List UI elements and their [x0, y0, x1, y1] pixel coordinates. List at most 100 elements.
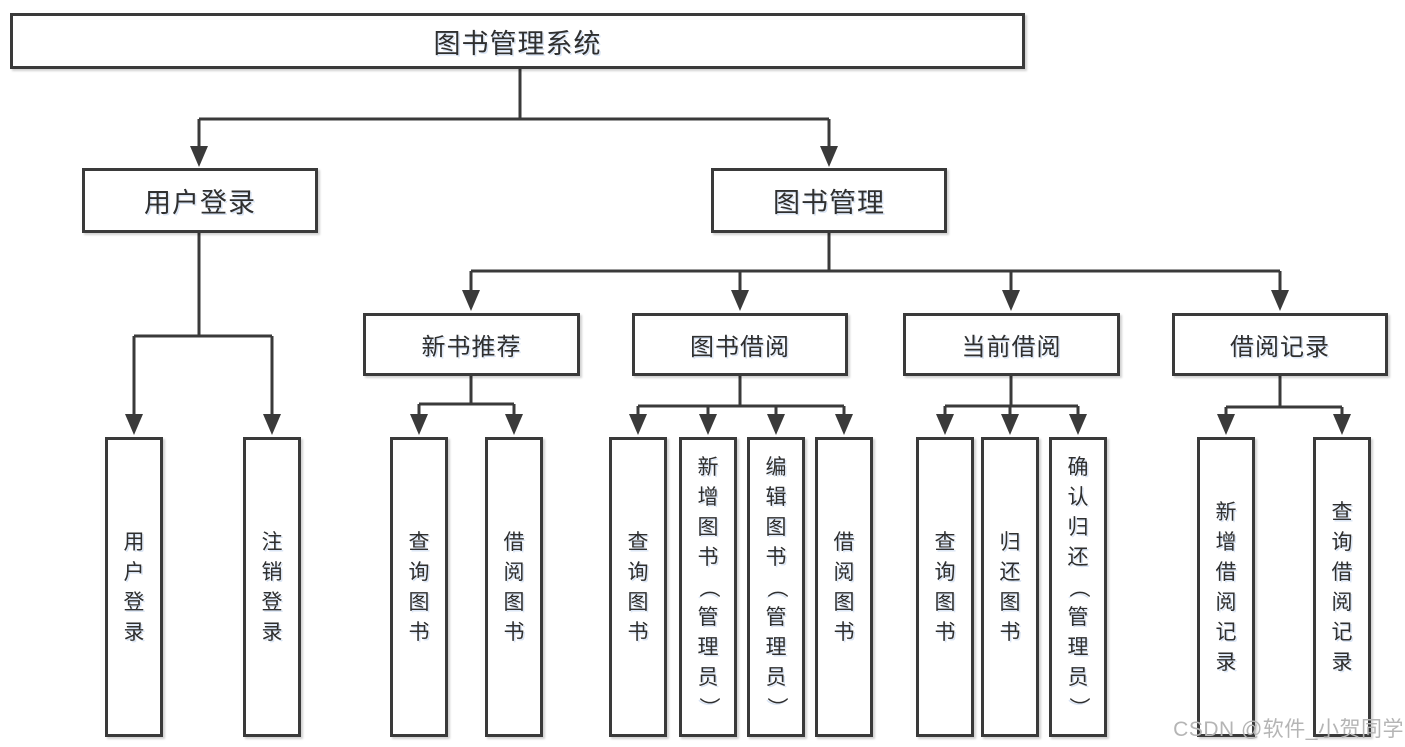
vlabel-char: 增 — [697, 485, 719, 509]
leaf-return-book-label: 归还图书 — [984, 440, 1036, 734]
node-user-login: 用户登录 — [82, 168, 318, 233]
arrowhead-icon — [410, 414, 428, 435]
vlabel-char: 借 — [833, 530, 855, 554]
vlabel-char: 书 — [627, 620, 649, 644]
vlabel-char: 理 — [765, 635, 787, 659]
vlabel-char: 确 — [1067, 455, 1089, 479]
vlabel-char: 销 — [261, 560, 283, 584]
leaf-query-book-3: 查询图书 — [916, 437, 974, 737]
node-book-borrow-label: 图书借阅 — [690, 334, 790, 361]
arrowhead-icon — [505, 414, 523, 435]
connector-user-login-children — [125, 233, 281, 435]
arrowhead-icon — [1217, 414, 1235, 435]
leaf-query-book-2: 查询图书 — [609, 437, 667, 737]
vlabel-char: （ — [1066, 576, 1090, 598]
node-user-login-label: 用户登录 — [144, 188, 256, 218]
vlabel-char: 询 — [934, 560, 956, 584]
vlabel-char: 书 — [934, 620, 956, 644]
vlabel-char: 管 — [1067, 605, 1089, 629]
vlabel-char: 阅 — [503, 560, 525, 584]
vlabel-char: 图 — [627, 590, 649, 614]
arrowhead-icon — [820, 146, 838, 167]
vlabel-char: 新 — [1215, 500, 1237, 524]
vlabel-char: 认 — [1067, 485, 1089, 509]
vlabel-char: 阅 — [1331, 590, 1353, 614]
vlabel-char: 理 — [697, 635, 719, 659]
connector-book-borrow-children — [629, 376, 853, 435]
leaf-add-book-admin: 新增图书（管理员） — [679, 437, 737, 737]
vlabel-char: 询 — [1331, 530, 1353, 554]
vlabel-char: ） — [1066, 696, 1090, 718]
vlabel-char: 图 — [765, 515, 787, 539]
arrowhead-icon — [462, 290, 480, 311]
connector-book-mgmt-children — [462, 233, 1289, 311]
arrowhead-icon — [1002, 290, 1020, 311]
connector-new-book-rec-children — [410, 376, 523, 435]
leaf-edit-book-admin: 编辑图书（管理员） — [747, 437, 805, 737]
arrowhead-icon — [767, 414, 785, 435]
connector-borrow-records-children — [1217, 376, 1351, 435]
arrowhead-icon — [629, 414, 647, 435]
node-book-borrow: 图书借阅 — [632, 313, 848, 376]
leaf-edit-book-admin-label: 编辑图书（管理员） — [750, 440, 802, 734]
arrowhead-icon — [190, 146, 208, 167]
vlabel-char: 查 — [934, 530, 956, 554]
vlabel-char: 录 — [123, 620, 145, 644]
vlabel-char: 借 — [1331, 560, 1353, 584]
vlabel-char: 图 — [503, 590, 525, 614]
vlabel-char: 图 — [697, 515, 719, 539]
vlabel-char: 书 — [697, 545, 719, 569]
node-book-management: 图书管理 — [711, 168, 947, 233]
leaf-add-borrow-record-label: 新增借阅记录 — [1200, 440, 1252, 734]
vlabel-char: 书 — [765, 545, 787, 569]
leaf-query-book-2-label: 查询图书 — [612, 440, 664, 734]
vlabel-char: 书 — [999, 620, 1021, 644]
vlabel-char: ） — [696, 696, 720, 718]
arrowhead-icon — [1069, 414, 1087, 435]
leaf-logout-label: 注销登录 — [246, 440, 298, 734]
node-new-book-recommend-label: 新书推荐 — [421, 334, 522, 361]
connector-root-to-level2 — [190, 69, 838, 167]
vlabel-char: 查 — [1331, 500, 1353, 524]
leaf-user-login-label: 用户登录 — [108, 440, 160, 734]
vlabel-char: 图 — [934, 590, 956, 614]
watermark: CSDN @软件_小贺同学 — [1173, 718, 1404, 741]
vlabel-char: ） — [764, 696, 788, 718]
node-borrow-records: 借阅记录 — [1172, 313, 1388, 376]
leaf-return-book: 归还图书 — [981, 437, 1039, 737]
vlabel-char: 录 — [261, 620, 283, 644]
vlabel-char: 用 — [123, 530, 145, 554]
vlabel-char: 查 — [627, 530, 649, 554]
vlabel-char: 登 — [123, 590, 145, 614]
arrowhead-icon — [1271, 290, 1289, 311]
leaf-confirm-return-admin-label: 确认归还（管理员） — [1052, 440, 1104, 734]
vlabel-char: 管 — [765, 605, 787, 629]
node-current-borrow: 当前借阅 — [903, 313, 1120, 376]
leaf-borrow-book-1: 借阅图书 — [485, 437, 543, 737]
vlabel-char: 记 — [1331, 620, 1353, 644]
vlabel-char: 还 — [999, 560, 1021, 584]
node-new-book-recommend: 新书推荐 — [363, 313, 580, 376]
vlabel-char: 登 — [261, 590, 283, 614]
vlabel-char: 录 — [1331, 650, 1353, 674]
vlabel-char: 管 — [697, 605, 719, 629]
arrowhead-icon — [835, 414, 853, 435]
vlabel-char: 询 — [408, 560, 430, 584]
leaf-query-book-1: 查询图书 — [390, 437, 448, 737]
node-library-system-label: 图书管理系统 — [433, 28, 602, 59]
vlabel-char: 借 — [503, 530, 525, 554]
leaf-borrow-book-2-label: 借阅图书 — [818, 440, 870, 734]
vlabel-char: （ — [696, 576, 720, 598]
vlabel-char: 借 — [1215, 560, 1237, 584]
vlabel-char: 书 — [408, 620, 430, 644]
vlabel-char: 辑 — [765, 485, 787, 509]
arrowhead-icon — [1001, 414, 1019, 435]
node-book-management-label: 图书管理 — [773, 188, 885, 218]
vlabel-char: 查 — [408, 530, 430, 554]
node-library-system: 图书管理系统 — [10, 13, 1025, 69]
vlabel-char: 增 — [1215, 530, 1237, 554]
arrowhead-icon — [936, 414, 954, 435]
vlabel-char: 新 — [697, 455, 719, 479]
vlabel-char: 理 — [1067, 635, 1089, 659]
vlabel-char: 户 — [123, 560, 145, 584]
